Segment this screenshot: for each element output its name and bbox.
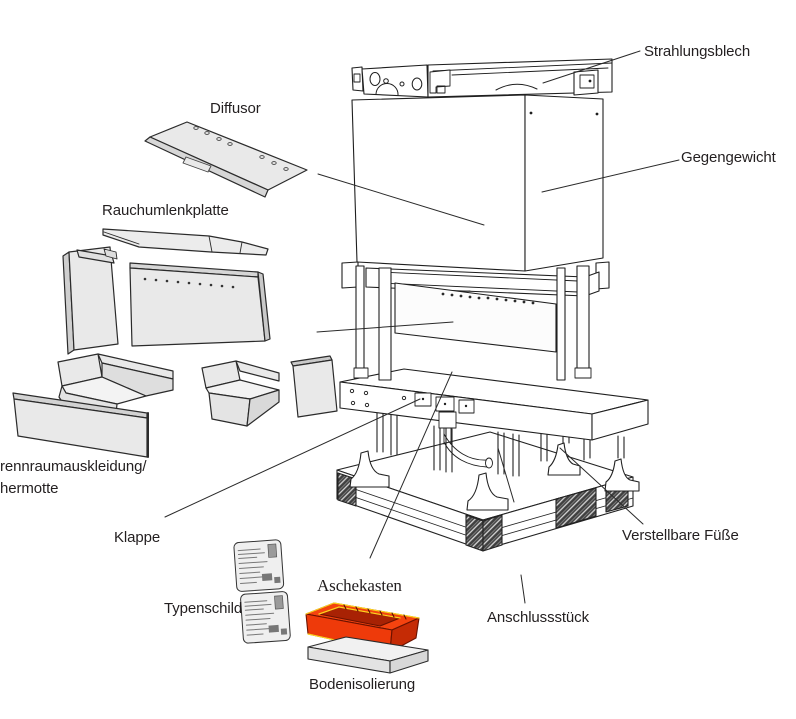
label-verstellbare-fuesse: Verstellbare Füße xyxy=(622,527,739,544)
loose-parts xyxy=(12,121,338,458)
leader-klappe xyxy=(164,398,421,518)
aschekasten-part xyxy=(305,602,420,653)
upper-box xyxy=(351,94,604,272)
label-bodenisolierung: Bodenisolierung xyxy=(309,676,416,693)
label-aschekasten: Aschekasten xyxy=(317,576,402,595)
label-rauchumlenkplatte: Rauchumlenkplatte xyxy=(102,202,229,219)
leader-rauchumlenkplatte xyxy=(316,321,454,333)
label-brennraumauskleidung: rennraumauskleidung/hermotte xyxy=(0,457,147,499)
stove-body xyxy=(339,58,649,469)
foot xyxy=(466,472,509,511)
label-typenschild: Typenschild xyxy=(164,600,243,617)
rauchumlenkplatte-part xyxy=(102,228,269,256)
label-gegengewicht: Gegengewicht xyxy=(681,149,776,166)
front-lining-panel xyxy=(12,392,149,458)
small-side-plate xyxy=(290,355,338,418)
leader-gegengewicht xyxy=(541,159,680,193)
leader-lines xyxy=(164,50,680,604)
legs-and-feet xyxy=(349,409,640,511)
diffusor-part xyxy=(144,121,308,198)
leader-diffusor xyxy=(317,173,485,226)
bodenisolierung-part xyxy=(307,636,429,674)
label-strahlungsblech: Strahlungsblech xyxy=(644,43,751,60)
label-anschlussstueck: Anschlussstück xyxy=(487,609,589,626)
foot xyxy=(604,458,640,492)
firebox-back-panel xyxy=(394,282,557,353)
top-frame xyxy=(351,58,613,98)
foot xyxy=(349,450,390,488)
label-klappe: Klappe xyxy=(114,529,161,546)
damper-mechanism xyxy=(414,392,493,469)
leader-anschlussstueck-upper xyxy=(497,447,515,503)
leader-anschlussstueck-lower xyxy=(520,574,526,604)
label-brennraumauskleidung-line2: hermotte xyxy=(0,480,59,497)
stepped-lining-piece xyxy=(201,360,280,427)
label-brennraumauskleidung-line1: rennraumauskleidung/ xyxy=(0,458,147,475)
side-lining-panel xyxy=(62,246,119,355)
leader-verstellbare-fuesse xyxy=(559,447,644,525)
label-diffusor: Diffusor xyxy=(210,100,261,117)
leader-aschekasten xyxy=(369,371,453,559)
rear-lining-panel xyxy=(129,262,271,347)
typenschild-plates xyxy=(233,539,291,644)
frame-columns xyxy=(353,265,592,381)
leader-strahlungsblech xyxy=(542,50,641,84)
foot xyxy=(547,442,581,476)
